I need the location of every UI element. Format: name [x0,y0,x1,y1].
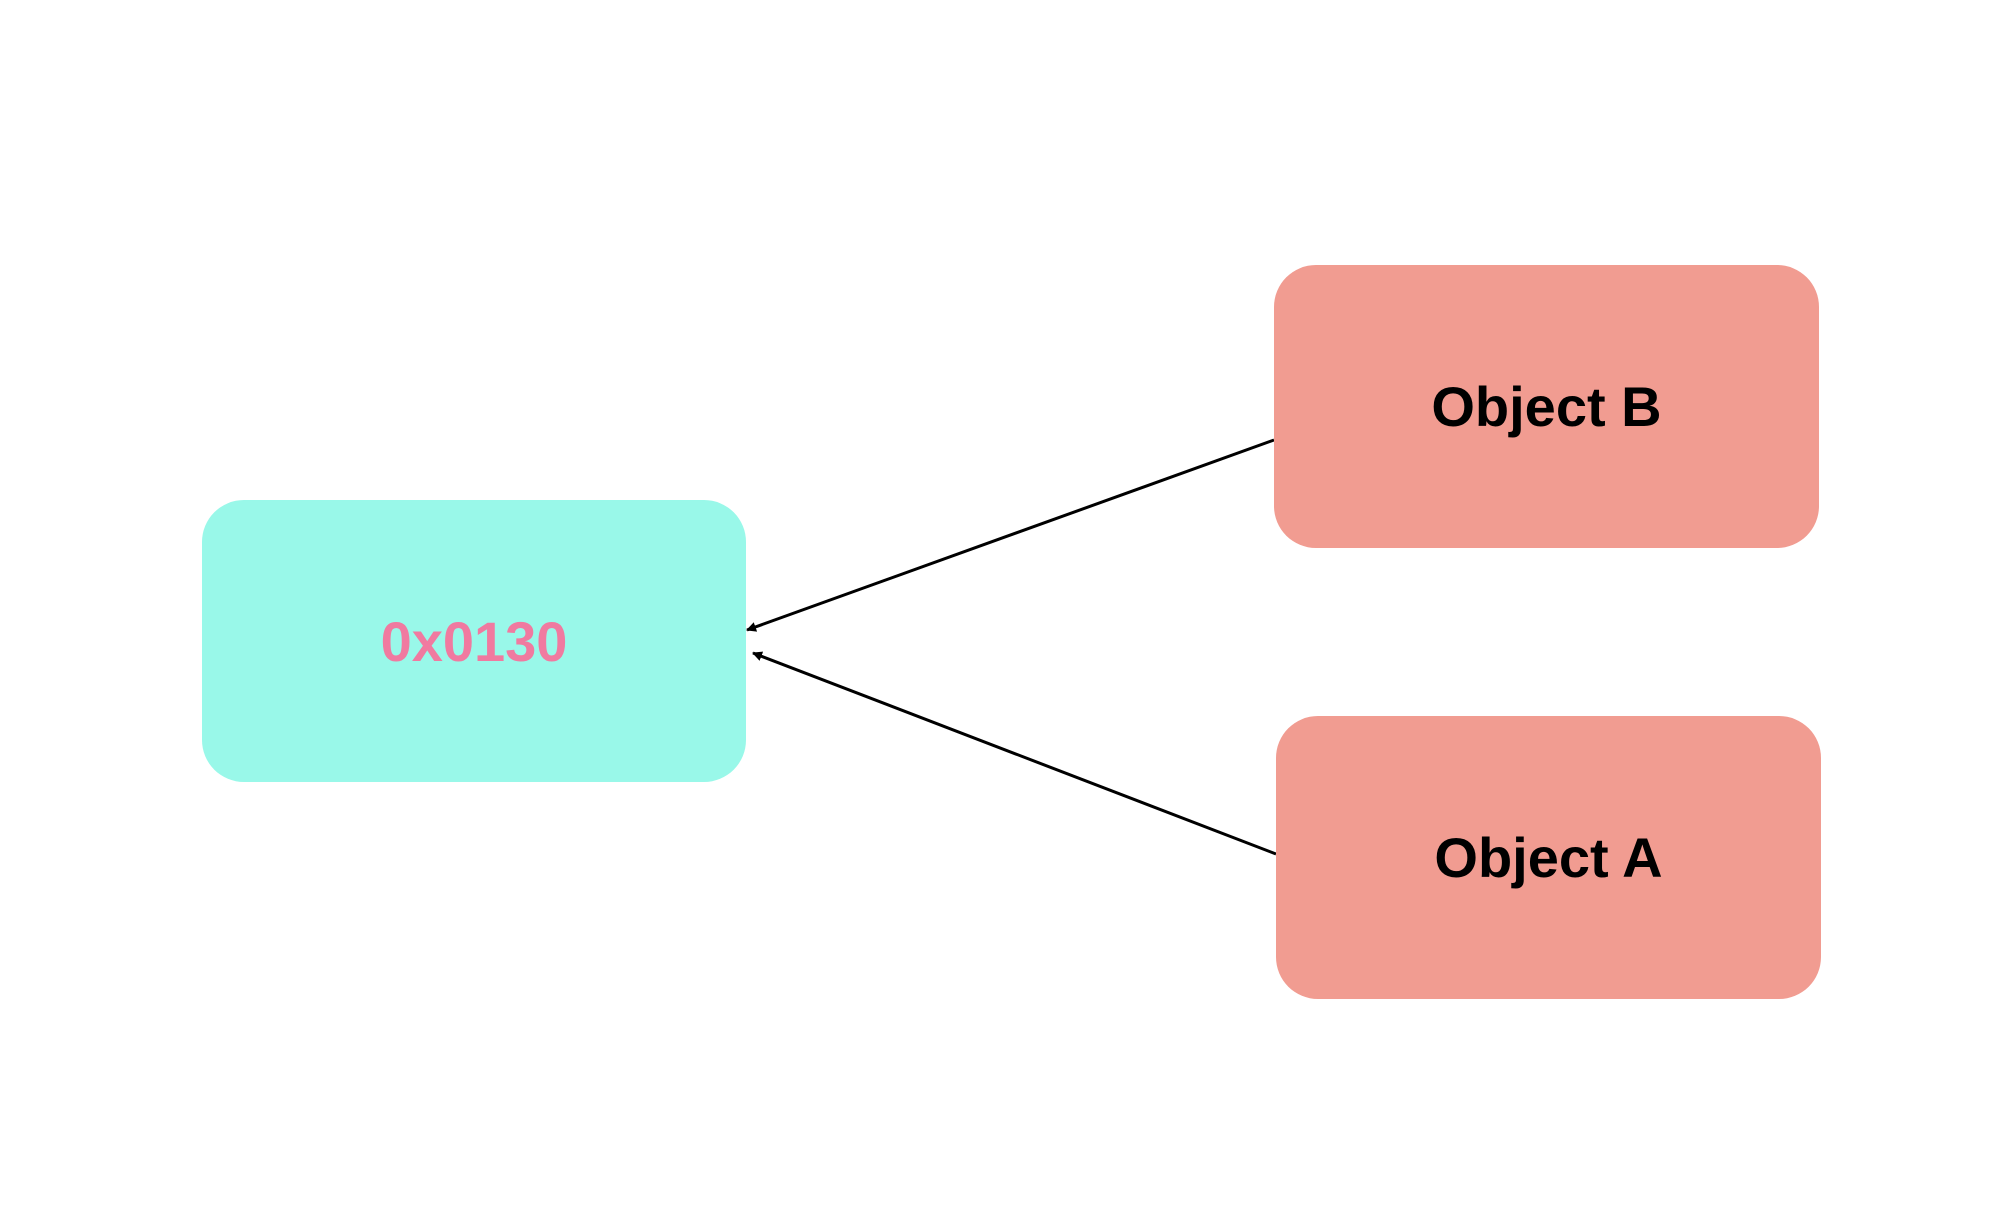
object-b-label: Object B [1431,375,1662,438]
object-a-label: Object A [1434,826,1663,889]
object-b-node: Object B [1274,265,1819,548]
address-label: 0x0130 [380,609,568,673]
object-a-node: Object A [1276,716,1821,999]
arrow-object-a-to-address [752,651,1277,856]
address-node: 0x0130 [202,500,746,782]
arrow-object-b-to-address [746,438,1275,632]
